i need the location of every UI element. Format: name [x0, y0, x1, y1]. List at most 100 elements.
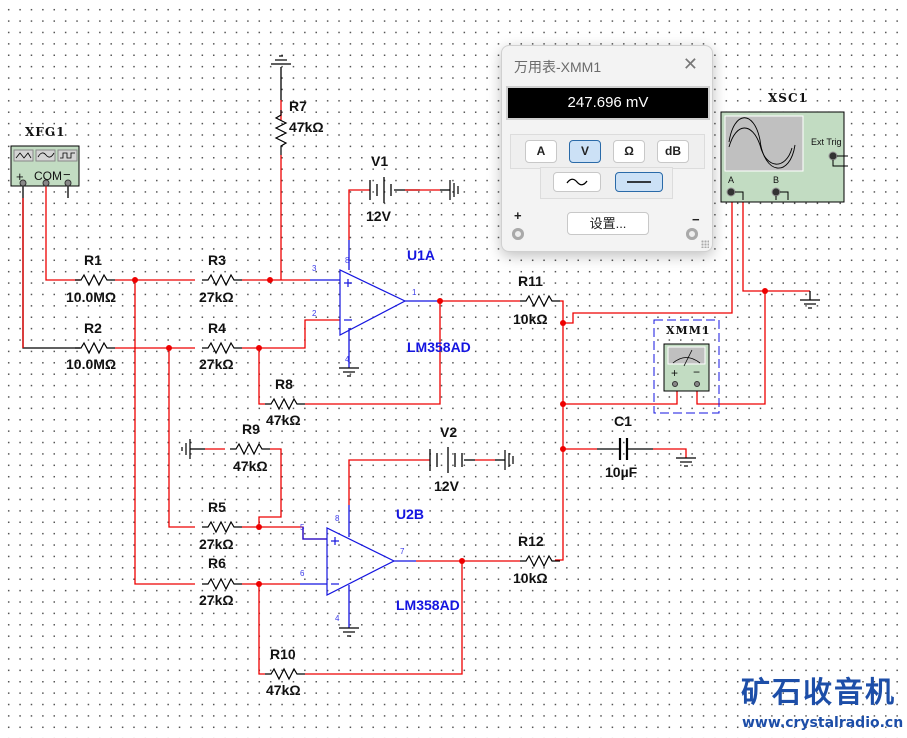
mode-ammeter-button[interactable]: A — [525, 140, 557, 163]
oscilloscope-XSC1 — [720, 111, 848, 203]
u1a-pin-out: 1 — [412, 288, 417, 297]
ground-icon — [339, 627, 359, 637]
r2-value: 10.0MΩ — [66, 356, 117, 372]
opamp-U1A — [339, 269, 407, 336]
ground-icon — [800, 299, 820, 309]
resistor-R3 — [201, 274, 243, 286]
xsc1-channel-a-label: A — [728, 175, 735, 185]
capacitor-C1 — [618, 438, 629, 460]
r6-ref: R6 — [208, 555, 226, 571]
resize-grip[interactable] — [701, 240, 709, 248]
sine-wave-icon — [37, 152, 55, 158]
multimeter-window-title: 万用表-XMM1 — [514, 59, 602, 75]
mode-ohmmeter-button[interactable]: Ω — [613, 140, 645, 163]
wire — [242, 319, 340, 349]
negative-terminal[interactable] — [686, 228, 698, 240]
dc-mode-button[interactable] — [615, 172, 663, 192]
v1-ref: V1 — [371, 153, 389, 169]
u1a-pin-inp: 3 — [312, 264, 317, 273]
r3-value: 27kΩ — [199, 289, 234, 305]
xmm1-name: XMM1 — [666, 324, 711, 337]
u2b-part: LM358AD — [396, 597, 460, 613]
resistor-R7 — [274, 110, 288, 155]
ground-icon — [504, 450, 514, 470]
wire — [45, 185, 80, 281]
r11-value: 10kΩ — [513, 311, 548, 327]
r10-ref: R10 — [270, 646, 296, 662]
resistor-R10 — [264, 668, 306, 680]
xfg1-com-label: COM — [34, 169, 62, 183]
signal-type-group — [540, 167, 673, 199]
battery-V1 — [369, 177, 392, 203]
r12-value: 10kΩ — [513, 570, 548, 586]
resistor-R1 — [74, 274, 116, 286]
r12-ref: R12 — [518, 533, 544, 549]
xmm1-minus-label: − — [693, 365, 701, 379]
r9-ref: R9 — [242, 421, 260, 437]
wire — [242, 526, 327, 540]
wire — [258, 448, 282, 527]
u1a-pin-vcc: 8 — [345, 256, 350, 265]
ground-icon — [181, 439, 191, 459]
wire — [134, 280, 195, 585]
multimeter-window[interactable]: 万用表-XMM1 ✕ 247.696 mV A V Ω dB + − 设置... — [501, 45, 713, 252]
ac-mode-button[interactable] — [553, 172, 601, 192]
r3-ref: R3 — [208, 252, 226, 268]
mode-voltmeter-button[interactable]: V — [569, 140, 601, 163]
mode-decibel-button[interactable]: dB — [657, 140, 689, 163]
ground-icon — [449, 180, 459, 200]
u2b-pin-gnd: 4 — [335, 614, 340, 623]
wire — [305, 561, 463, 675]
function-generator-XFG1 — [10, 145, 80, 187]
c1-value: 10µF — [605, 464, 638, 480]
r5-value: 27kΩ — [199, 536, 234, 552]
xsc1-ext-trig-label: Ext Trig — [811, 137, 842, 147]
r8-value: 47kΩ — [266, 412, 301, 428]
wire — [555, 300, 564, 561]
ground-icon — [271, 55, 291, 65]
xsc1-name: XSC1 — [768, 91, 808, 105]
ground-icon — [339, 367, 359, 377]
resistor-R4 — [201, 342, 243, 354]
battery-V2 — [429, 447, 463, 473]
v2-value: 12V — [434, 478, 459, 494]
wire — [696, 291, 766, 405]
resistor-R5 — [201, 521, 243, 533]
r5-ref: R5 — [208, 499, 226, 515]
square-wave-icon — [60, 152, 75, 159]
xfg1-minus-label: − — [63, 167, 71, 182]
r1-value: 10.0MΩ — [66, 289, 117, 305]
dc-line-icon — [627, 181, 651, 183]
junctions — [132, 277, 768, 587]
wire — [653, 448, 687, 458]
positive-terminal[interactable] — [512, 228, 524, 240]
u2b-pin-inn: 6 — [300, 569, 305, 578]
settings-button[interactable]: 设置... — [567, 212, 649, 235]
resistor-R12 — [519, 555, 561, 567]
r2-ref: R2 — [84, 320, 102, 336]
u2b-ref: U2B — [396, 506, 425, 522]
wire — [258, 348, 265, 405]
u2b-pin-out: 7 — [400, 547, 405, 556]
r4-ref: R4 — [208, 320, 226, 336]
close-icon[interactable]: ✕ — [682, 54, 698, 74]
resistor-R8 — [264, 398, 306, 410]
u1a-part: LM358AD — [407, 339, 471, 355]
v1-value: 12V — [366, 208, 391, 224]
v2-ref: V2 — [440, 424, 458, 440]
resistor-R6 — [201, 578, 243, 590]
r10-value: 47kΩ — [266, 682, 301, 698]
wire — [563, 385, 678, 405]
wire — [348, 189, 370, 240]
xmm1-plus-label: + — [671, 366, 679, 380]
wire — [305, 301, 441, 405]
c1-ref: C1 — [614, 413, 632, 429]
r7-ref: R7 — [289, 98, 307, 114]
wire — [22, 185, 80, 349]
opamp-U2B — [326, 527, 396, 596]
wire — [168, 348, 195, 528]
xfg1-plus-label: + — [16, 169, 24, 184]
wire — [258, 584, 265, 675]
xsc1-channel-b-label: B — [773, 175, 780, 185]
